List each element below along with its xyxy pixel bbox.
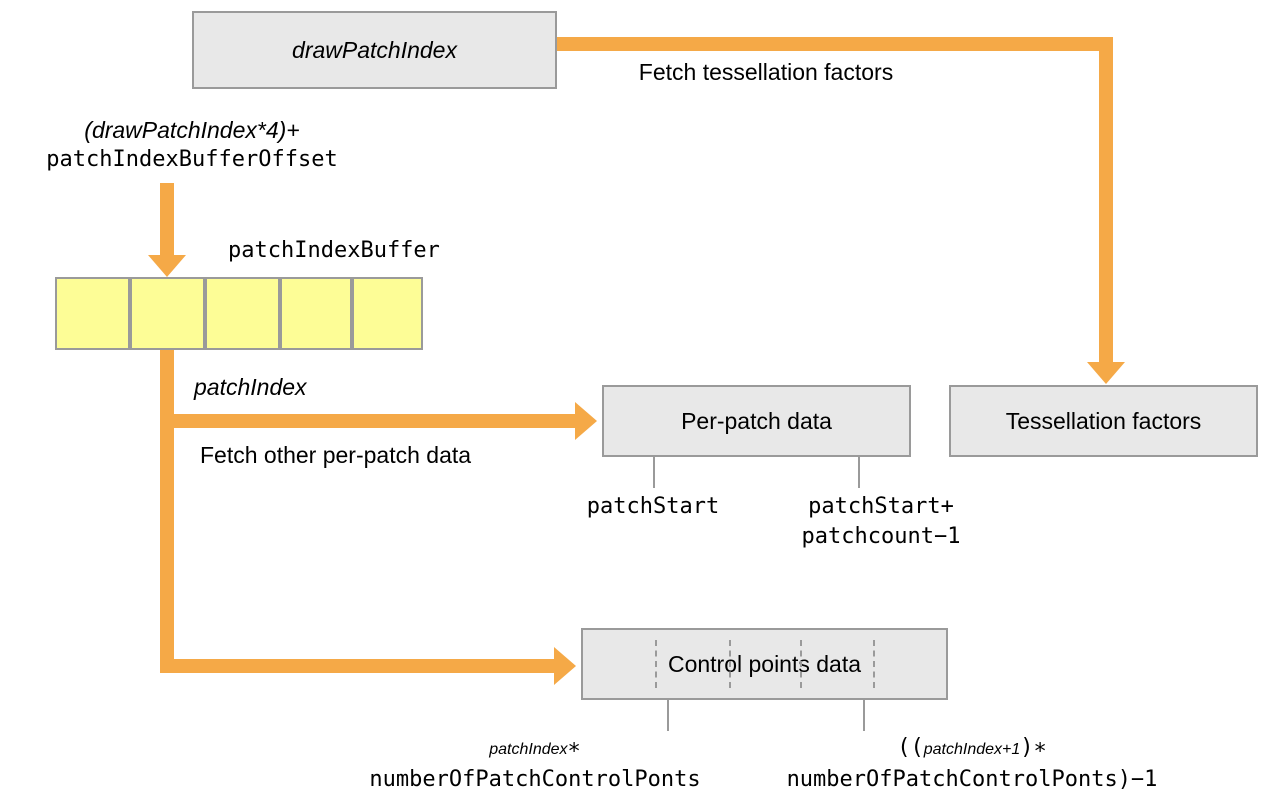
node-per-patch-data[interactable]: Per-patch data [602, 385, 911, 457]
edge-control-points-horizontal [160, 659, 556, 673]
edge-tess-vertical [1099, 37, 1113, 373]
node-tessellation-factors-label: Tessellation factors [1005, 407, 1202, 434]
control-points-divider [655, 640, 657, 688]
node-per-patch-data-label: Per-patch data [681, 407, 832, 434]
edge-patchindex-trunk [160, 350, 174, 673]
edge-label-fetch-other-per-patch-data: Fetch other per-patch data [200, 442, 472, 468]
per-patch-end-text-line1: patchStart+ [808, 494, 954, 519]
control-points-start-line1-op: ∗ [567, 735, 581, 760]
node-control-points-data[interactable]: Control points data [581, 628, 948, 700]
edge-offset-into-buffer [160, 183, 174, 259]
control-points-end-line2: numberOfPatchControlPonts)−1 [786, 767, 1158, 792]
edge-tess-horizontal [557, 37, 1113, 51]
buffer-cell[interactable] [130, 277, 205, 350]
per-patch-start-label: patchStart [587, 492, 719, 522]
control-points-start-tick [667, 700, 669, 731]
buffer-title: patchIndexBuffer [228, 238, 440, 263]
control-points-end-line1-var: patchIndex+1 [923, 741, 1021, 758]
buffer-cell[interactable] [280, 277, 352, 350]
control-points-end-line1-pre: (( [897, 735, 924, 760]
per-patch-end-text-line2: patchcount−1 [801, 524, 961, 549]
control-points-end-line1-post: )∗ [1020, 735, 1047, 760]
edge-control-points-arrowhead [554, 647, 576, 685]
control-points-divider [873, 640, 875, 688]
node-control-points-data-label: Control points data [667, 650, 862, 677]
buffer-cell[interactable] [55, 277, 130, 350]
buffer-cell[interactable] [205, 277, 280, 350]
node-tessellation-factors[interactable]: Tessellation factors [949, 385, 1258, 457]
offset-expression: (drawPatchIndex*4)+ patchIndexBufferOffs… [46, 115, 337, 175]
control-points-end-tick [863, 700, 865, 731]
node-draw-patch-index-label: drawPatchIndex [292, 36, 457, 63]
per-patch-end-tick [858, 457, 860, 488]
node-draw-patch-index[interactable]: drawPatchIndex [192, 11, 557, 89]
edge-per-patch-horizontal [160, 414, 577, 428]
edge-label-patch-index: patchIndex [194, 374, 307, 400]
control-points-end-label: ((patchIndex+1)∗ numberOfPatchControlPon… [787, 733, 1158, 795]
buffer-cell[interactable] [352, 277, 423, 350]
control-points-divider [800, 640, 802, 688]
control-points-divider [729, 640, 731, 688]
edge-offset-arrowhead [148, 255, 186, 277]
offset-expression-line2: patchIndexBufferOffset [46, 147, 338, 172]
per-patch-start-tick [653, 457, 655, 488]
edge-per-patch-arrowhead [575, 402, 597, 440]
per-patch-end-label: patchStart+ patchcount−1 [802, 492, 961, 552]
control-points-start-line1: patchIndex∗ [369, 733, 700, 765]
per-patch-start-text: patchStart [586, 494, 720, 519]
control-points-start-line2: numberOfPatchControlPonts [369, 767, 701, 792]
control-points-end-line1: ((patchIndex+1)∗ [787, 733, 1158, 765]
edge-tess-arrowhead [1087, 362, 1125, 384]
offset-expression-line1: (drawPatchIndex*4)+ [84, 117, 300, 143]
control-points-start-line1-var: patchIndex [489, 741, 568, 758]
edge-label-fetch-tessellation-factors: Fetch tessellation factors [638, 59, 894, 85]
control-points-start-label: patchIndex∗ numberOfPatchControlPonts [369, 733, 700, 795]
